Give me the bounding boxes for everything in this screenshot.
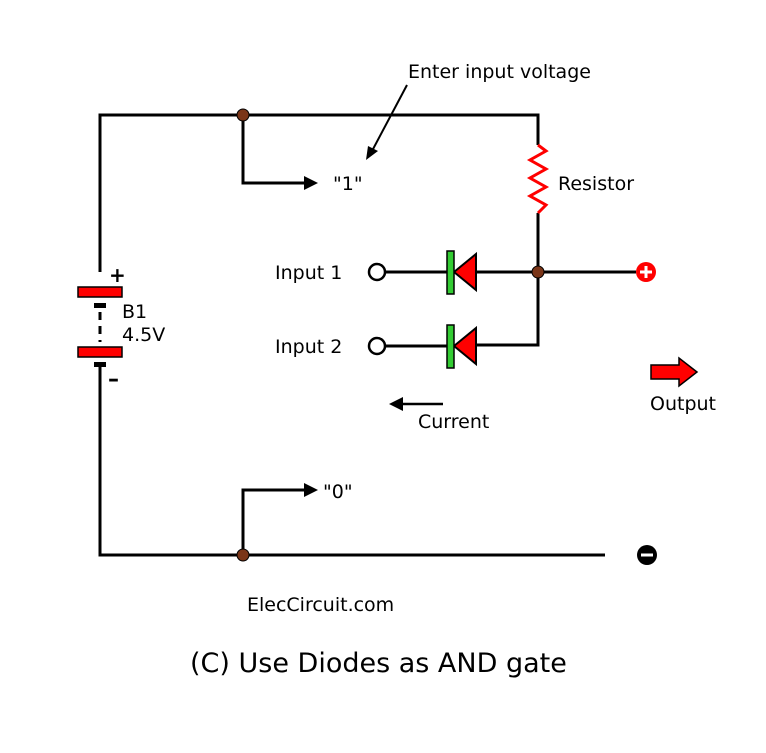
switch-arrowhead-1 [304, 176, 318, 190]
top-wire [98, 113, 540, 272]
output-arrow [650, 356, 699, 388]
output-label: Output [650, 393, 716, 415]
node-output [531, 265, 545, 279]
enter-input-voltage-label: Enter input voltage [408, 61, 591, 83]
battery-minus-sign: – [108, 367, 119, 392]
input2-label: Input 2 [275, 336, 342, 358]
diode-2 [446, 324, 477, 369]
node-bottom [236, 548, 250, 562]
resistor-down-wire [475, 213, 540, 347]
node-top [236, 108, 250, 122]
current-label: Current [418, 411, 489, 433]
battery-plate-top [77, 286, 123, 298]
wires [98, 113, 636, 557]
diagram-caption: (C) Use Diodes as AND gate [190, 648, 567, 679]
diode-2-cathode-bar [446, 324, 455, 369]
input2-terminal [367, 336, 387, 356]
logic-one-label: "1" [333, 173, 363, 195]
logic-zero-label: "0" [323, 481, 353, 503]
diode-1-body [452, 251, 477, 293]
battery-name-label: B1 [122, 301, 147, 323]
bottom-wire [98, 365, 605, 557]
battery-plus-sign: + [109, 263, 126, 287]
switch-arrowhead-0 [304, 483, 318, 497]
resistor-zigzag [526, 143, 550, 215]
diode-1 [446, 250, 477, 295]
battery-b1 [77, 286, 123, 367]
battery-plate-bottom [77, 346, 123, 358]
battery-small-plate-top [94, 303, 106, 308]
negative-terminal [637, 545, 657, 565]
input1-terminal [367, 262, 387, 282]
enter-voltage-pointer-head [366, 146, 378, 160]
input0-switch-wire [241, 488, 305, 555]
input1-label: Input 1 [275, 262, 342, 284]
input1-switch-wire [241, 115, 305, 185]
battery-small-plate-bottom [94, 362, 106, 367]
current-arrow-head [389, 397, 403, 411]
resistor-label: Resistor [558, 173, 634, 195]
enter-voltage-pointer-line [371, 84, 408, 152]
diode-2-body [452, 325, 477, 367]
diode-1-cathode-bar [446, 250, 455, 295]
positive-terminal [636, 262, 656, 282]
battery-voltage-label: 4.5V [122, 324, 165, 346]
watermark: ElecCircuit.com [247, 594, 394, 616]
